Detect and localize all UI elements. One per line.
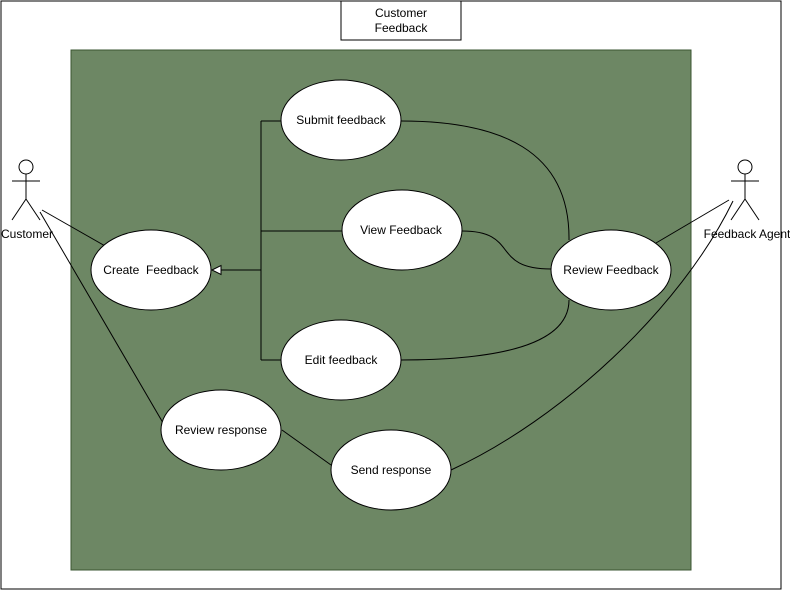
generalization-arrowhead bbox=[210, 264, 222, 276]
connector-submit-review bbox=[400, 120, 570, 241]
view-feedback-label: View Feedback bbox=[360, 223, 443, 237]
use-case-submit-feedback[interactable]: Submit feedback bbox=[280, 79, 402, 161]
use-case-review-feedback[interactable]: Review Feedback bbox=[550, 229, 672, 311]
edit-feedback-label: Edit feedback bbox=[305, 353, 379, 367]
use-case-create-feedback[interactable]: Create Feedback bbox=[90, 229, 212, 311]
use-case-review-response[interactable]: Review response bbox=[160, 389, 282, 471]
title-line-2: Feedback bbox=[375, 21, 429, 35]
actor-customer: Customer bbox=[1, 159, 53, 241]
agent-stick-figure-icon bbox=[730, 159, 760, 221]
title-box bbox=[340, 0, 462, 41]
review-response-label: Review response bbox=[175, 423, 267, 437]
connector-edit-review bbox=[400, 299, 570, 361]
use-case-send-response[interactable]: Send response bbox=[330, 429, 452, 511]
generalization-lines bbox=[219, 120, 343, 361]
connector-agent-review-feedback bbox=[655, 199, 730, 244]
use-case-view-feedback[interactable]: View Feedback bbox=[341, 189, 463, 271]
create-feedback-label: Create Feedback bbox=[103, 263, 199, 277]
diagram-title: Customer Feedback bbox=[340, 0, 462, 41]
title-line-1: Customer bbox=[375, 6, 427, 20]
connector-send-agent bbox=[450, 200, 734, 471]
use-case-edit-feedback[interactable]: Edit feedback bbox=[280, 319, 402, 401]
customer-stick-figure-icon bbox=[11, 159, 41, 221]
connector-customer-review-response bbox=[39, 211, 167, 429]
review-feedback-label: Review Feedback bbox=[563, 263, 659, 277]
connector-view-review bbox=[461, 230, 552, 270]
connector-review-send bbox=[281, 429, 332, 466]
feedback-agent-label: Feedback Agent bbox=[704, 227, 790, 241]
actor-feedback-agent: Feedback Agent bbox=[704, 159, 790, 241]
customer-label: Customer bbox=[1, 227, 53, 241]
submit-feedback-label: Submit feedback bbox=[296, 113, 386, 127]
send-response-label: Send response bbox=[351, 463, 432, 477]
